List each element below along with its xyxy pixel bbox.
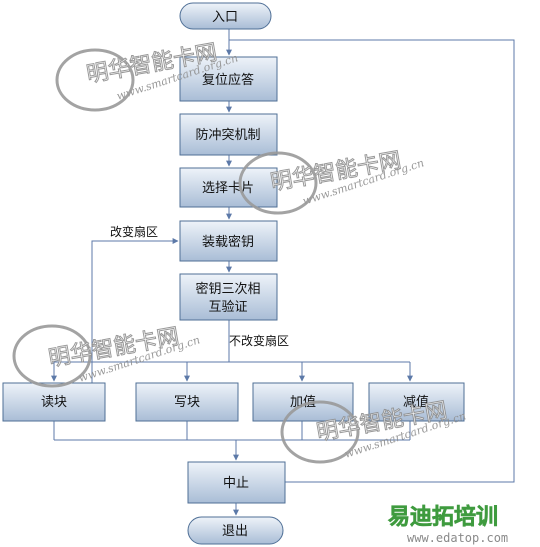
read-label: 读块	[41, 395, 67, 410]
select-box[interactable]: 选择卡片	[179, 167, 278, 208]
load-key-box[interactable]: 装载密钥	[179, 220, 278, 262]
read-block-box[interactable]: 读块	[2, 382, 106, 422]
increment-label: 加值	[290, 394, 316, 410]
reset-box[interactable]: 复位应答	[179, 56, 278, 102]
write-label: 写块	[174, 395, 200, 410]
logo-url: www.edatop.com	[407, 531, 508, 545]
anticollision-box[interactable]: 防冲突机制	[179, 113, 278, 156]
anticollision-label: 防冲突机制	[195, 127, 260, 143]
halt-box[interactable]: 中止	[187, 461, 286, 504]
start-terminal[interactable]: 入口	[179, 2, 272, 30]
auth-box[interactable]: 密钥三次相 互验证	[179, 273, 278, 321]
write-block-box[interactable]: 写块	[135, 382, 239, 422]
reset-label: 复位应答	[202, 72, 254, 88]
change-sector-label: 改变扇区	[110, 224, 158, 239]
keep-sector-label: 不改变扇区	[229, 333, 289, 348]
start-label: 入口	[212, 10, 238, 25]
logo-name: 易迪拓培训	[388, 504, 498, 530]
exit-label: 退出	[222, 524, 248, 539]
select-label: 选择卡片	[202, 181, 254, 196]
edatop-logo: 易迪拓培训 www.edatop.com	[388, 504, 508, 545]
load-key-label: 装载密钥	[202, 234, 254, 250]
decrement-box[interactable]: 减值	[368, 382, 465, 422]
increment-box[interactable]: 加值	[252, 382, 354, 422]
loop-halt-to-reset	[229, 39, 515, 483]
watermark-3: 明华智能卡网 www.smartcard.org.cn	[12, 324, 202, 388]
connector-lines	[51, 29, 515, 516]
auth-label-line2: 互验证	[208, 299, 247, 315]
decrement-label: 减值	[403, 394, 429, 410]
exit-terminal[interactable]: 退出	[187, 516, 284, 545]
watermark-swirl-icon	[12, 324, 92, 388]
auth-label-line1: 密钥三次相	[195, 281, 260, 297]
halt-label: 中止	[223, 476, 249, 491]
watermark-swirl-icon	[55, 48, 135, 112]
watermark-swirl-icon	[280, 400, 360, 464]
loop-read-to-load-key	[91, 238, 179, 384]
watermark-swirl-icon	[238, 151, 318, 215]
